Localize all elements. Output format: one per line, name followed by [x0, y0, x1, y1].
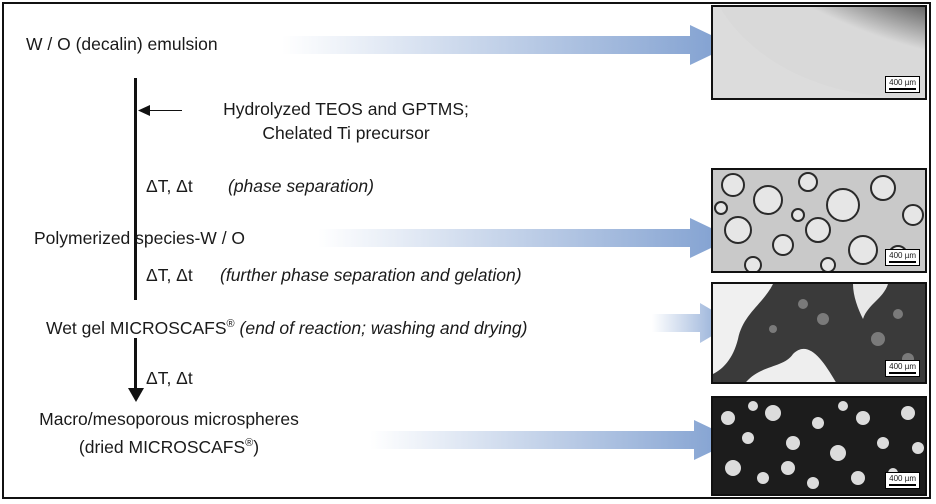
step-emulsion-label: W / O (decalin) emulsion — [26, 34, 218, 54]
micrograph-microspheres: 400 µm — [711, 396, 927, 496]
process-arrowhead-icon — [128, 388, 144, 402]
step-polymerized-label: Polymerized species-W / O — [34, 228, 246, 248]
flow-arrow-2 — [318, 218, 732, 258]
micrograph-emulsion: 400 µm — [711, 5, 927, 100]
step-macro-line-2: (dried MICROSCAFS®) — [78, 436, 260, 457]
precursor-input-line — [146, 110, 182, 111]
step-wet-gel-label: Wet gel MICROSCAFS® (end of reaction; wa… — [46, 317, 528, 338]
further-separation-note: (further phase separation and gelation) — [220, 265, 522, 285]
condition-delta-3: ΔT, Δt — [146, 368, 193, 388]
scale-bar-1: 400 µm — [885, 76, 920, 93]
process-line-lower — [134, 338, 137, 393]
flow-arrow-1 — [282, 25, 732, 65]
micrograph-wet-gel: 400 µm — [711, 282, 927, 384]
precursor-line-2: Chelated Ti precursor — [262, 123, 430, 143]
scale-bar-3: 400 µm — [885, 360, 920, 377]
scale-bar-2: 400 µm — [885, 249, 920, 266]
step-macro-line-1: Macro/mesoporous microspheres — [39, 409, 299, 429]
phase-separation-note: (phase separation) — [228, 176, 374, 196]
condition-delta-1: ΔT, Δt — [146, 176, 193, 196]
diagram-frame — [2, 2, 931, 499]
precursor-line-1: Hydrolyzed TEOS and GPTMS; — [223, 99, 469, 119]
process-line-upper — [134, 78, 137, 300]
precursor-arrowhead-icon — [138, 105, 150, 116]
micrograph-polymerized: 400 µm — [711, 168, 927, 273]
scale-bar-4: 400 µm — [885, 472, 920, 489]
flow-arrow-4 — [370, 420, 736, 460]
condition-delta-2: ΔT, Δt — [146, 265, 193, 285]
